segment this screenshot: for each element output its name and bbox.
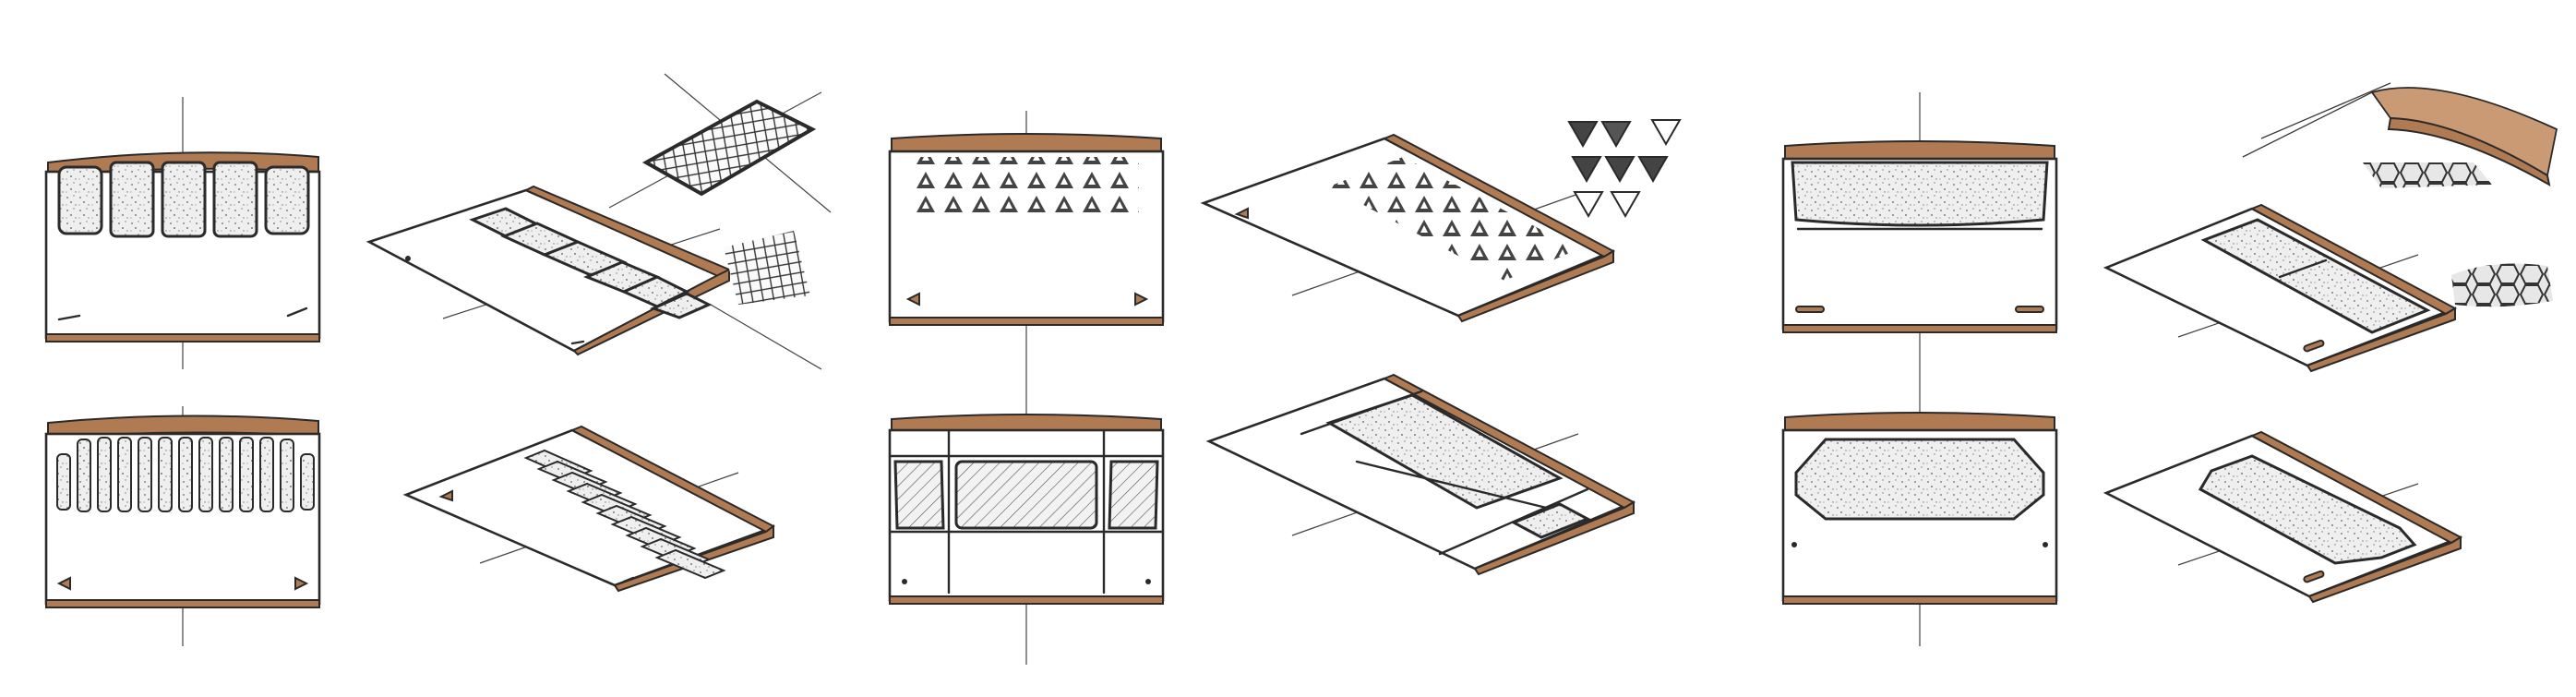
concept-3-group [1781, 82, 2558, 646]
concept-2-perspective-view-a [1200, 133, 1616, 323]
concept-2-front-view-a [888, 133, 1165, 326]
concept-2-group [888, 111, 1682, 665]
concept-1-perspective-view-b [402, 425, 775, 593]
triangle-perforation-grille-perspective [1329, 157, 1578, 281]
concept-2-perspective-view-b [1205, 373, 1636, 576]
concept-3-perspective-view-a [2103, 203, 2458, 373]
concept-2-front-view-b [888, 414, 1165, 605]
vertical-slot-grille [56, 437, 315, 512]
concept-3-front-view-b [1781, 412, 2058, 605]
concept-1-front-view-b [44, 406, 321, 646]
concept-1-perspective-view-a [365, 185, 822, 370]
triangle-cluster-detail [1567, 119, 1682, 219]
concept-1-group [44, 73, 832, 646]
crosshatch-mesh-detail [724, 231, 810, 305]
triangle-perforation-grille [908, 157, 1139, 214]
concept-3-perspective-view-b [2103, 430, 2463, 604]
mesh-panel-detail [608, 73, 832, 213]
hex-mesh-detail [2451, 263, 2553, 307]
concept-3-front-view-a [1781, 140, 2058, 333]
diagonal-slot-grille [523, 449, 726, 580]
concept-1-front-view-a [44, 97, 321, 369]
edge-profile-detail [2242, 82, 2558, 188]
